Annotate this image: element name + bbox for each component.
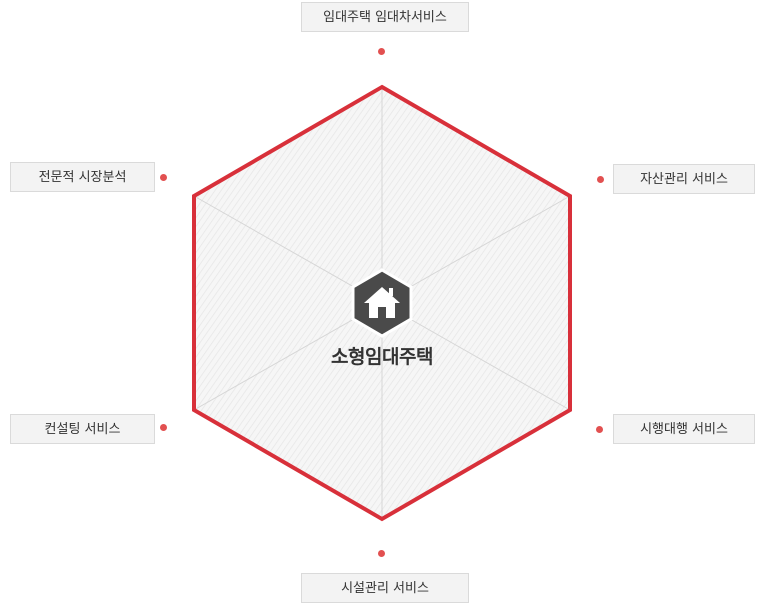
connector-dot <box>378 550 385 557</box>
service-label-rental[interactable]: 임대주택 임대차서비스 <box>301 2 469 32</box>
service-label-asset-management[interactable]: 자산관리 서비스 <box>613 164 755 194</box>
service-label-development-agency[interactable]: 시행대행 서비스 <box>613 414 755 444</box>
center-title: 소형임대주택 <box>331 346 433 368</box>
service-label-facility-management[interactable]: 시설관리 서비스 <box>301 573 469 603</box>
service-label-consulting[interactable]: 컨설팅 서비스 <box>10 414 155 444</box>
connector-dot <box>160 424 167 431</box>
hexagon-spokes <box>193 87 571 519</box>
service-label-market-analysis[interactable]: 전문적 시장분석 <box>10 162 155 192</box>
connector-dot <box>160 174 167 181</box>
hexagon-border <box>192 84 572 522</box>
connector-dot <box>596 426 603 433</box>
connector-dot <box>597 176 604 183</box>
connector-dot <box>378 48 385 55</box>
house-icon <box>351 268 413 338</box>
